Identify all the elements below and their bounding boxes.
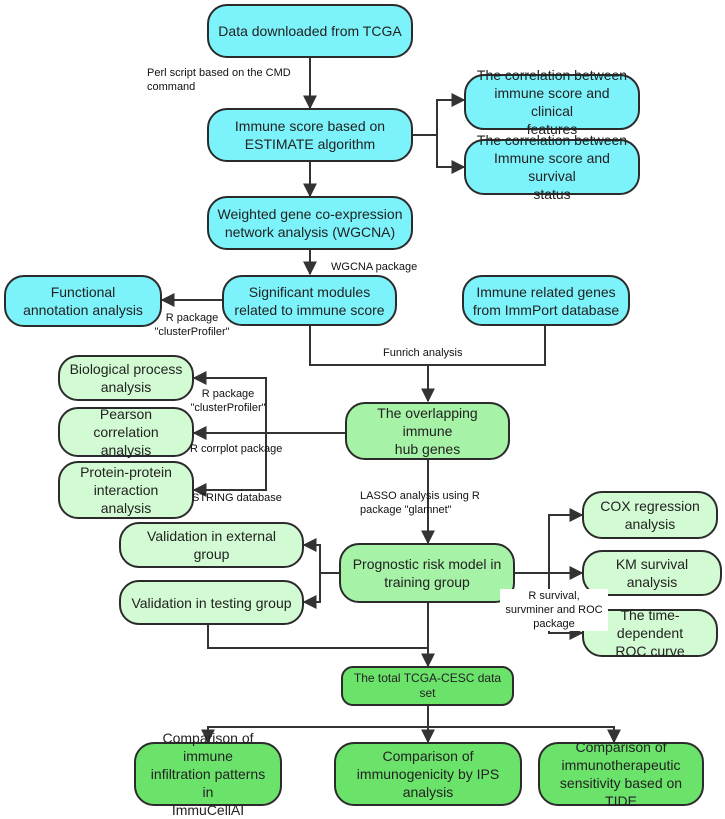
label-perl-script: Perl script based on the CMD command — [147, 67, 291, 93]
node-tcga: Data downloaded from TCGA — [207, 4, 413, 58]
node-corr-clinical: The correlation between immune score and… — [464, 67, 640, 137]
node-functional: Functional annotation analysis — [4, 275, 162, 327]
node-corr-survival: The correlation between Immune score and… — [464, 132, 640, 202]
merge-to-total — [207, 603, 428, 666]
label-funrich: Funrich analysis — [383, 347, 463, 359]
node-immucellai: Comparison of immune infiltration patter… — [134, 730, 282, 818]
branch-immune-score-to-correlations — [413, 99, 464, 167]
node-ppi: Protein-protein interaction analysis — [58, 461, 194, 519]
node-sig-modules: Significant modules related to immune sc… — [222, 275, 397, 326]
node-ips: Comparison of immunogenicity by IPS anal… — [334, 742, 522, 806]
bracket-prognostic-to-validation — [304, 544, 339, 603]
node-km: KM survival analysis — [582, 550, 722, 596]
label-corrplot: R corrplot package — [190, 443, 283, 455]
node-roc: The time-dependent ROC curve — [582, 607, 718, 659]
node-tide: Comparison of immunotherapeutic sensitiv… — [538, 739, 704, 809]
merge-to-hub-genes — [309, 326, 546, 401]
node-prognostic: Prognostic risk model in training group — [339, 543, 515, 603]
label-r-survival: R survival, survminer and ROC package — [500, 589, 608, 631]
node-val-external: Validation in external group — [119, 522, 304, 568]
node-hub-genes: The overlapping immune hub genes — [345, 402, 510, 460]
label-clusterprofiler-2: R package "clusterProfiler" — [190, 388, 266, 414]
node-total: The total TCGA-CESC data set — [341, 666, 514, 706]
label-clusterprofiler-1: R package "clusterProfiler" — [154, 312, 230, 338]
node-wgcna: Weighted gene co-expression network anal… — [207, 196, 413, 250]
label-wgcna-package: WGCNA package — [331, 261, 418, 273]
node-immport: Immune related genes from ImmPort databa… — [462, 275, 630, 326]
node-pearson: Pearson correlation analysis — [58, 406, 194, 458]
node-val-testing: Validation in testing group — [119, 580, 304, 625]
label-string-database: STRING database — [192, 492, 282, 504]
node-bio-process: Biological process analysis — [58, 355, 194, 401]
node-immune-score: Immune score based on ESTIMATE algorithm — [207, 108, 413, 162]
label-lasso: LASSO analysis using R package "glamnet" — [360, 490, 480, 516]
node-cox: COX regression analysis — [582, 491, 718, 539]
